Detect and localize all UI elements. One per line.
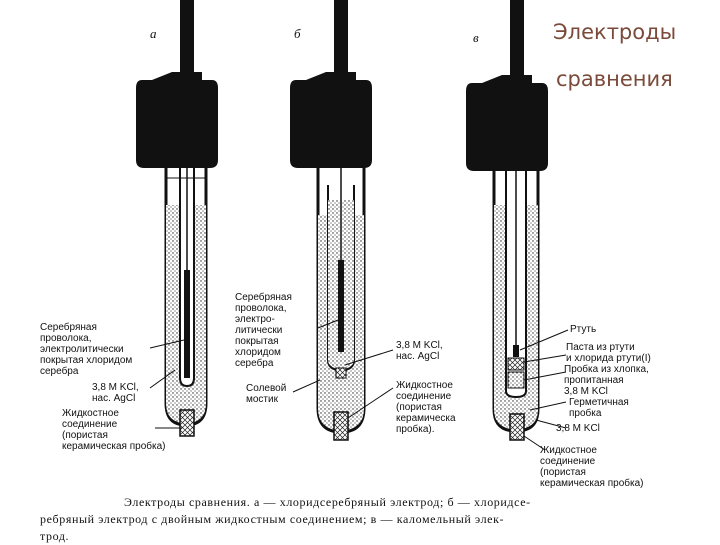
paste-c [507,357,525,371]
electrode-c [466,0,548,441]
figure-caption: Электроды сравнения. а — хлоридсеребряны… [40,494,531,545]
title-line-2: сравнения [556,67,673,91]
caption-line-1: Электроды сравнения. а — хлоридсеребряны… [124,495,531,509]
cotton-plug-c [507,371,525,389]
caption-line-3: трод. [40,529,70,543]
mercury-c [513,345,519,357]
silver-wire-a [184,270,190,378]
silver-wire-b [338,260,344,352]
cap-a [136,72,218,168]
ceramic-plug-c [509,413,525,441]
ceramic-plug-a [179,409,195,437]
cap-c [466,75,548,171]
electrode-letter-c: в [473,30,479,45]
electrode-letter-a: а [150,26,157,41]
caption-line-2: ребряный электрод с двойным жидкостным с… [40,512,505,526]
cable-b [334,0,348,72]
label-b-kcl: 3,8 М KCl,нас. AgCl [396,340,443,362]
ceramic-plug-b [333,411,349,441]
cable-c [510,0,524,75]
label-a-kcl: 3,8 М KCl,нас. AgCl [92,382,139,404]
electrode-a [136,0,218,437]
title-line-1: Электроды [553,20,677,44]
cap-b [290,72,372,168]
electrode-b [290,0,372,441]
electrode-letter-b: б [294,26,301,41]
label-c-mercury: Ртуть [570,324,597,335]
cable-a [180,0,194,72]
leader-lines [149,319,569,451]
label-c-kcl: 3,8 М KCl [556,423,600,434]
